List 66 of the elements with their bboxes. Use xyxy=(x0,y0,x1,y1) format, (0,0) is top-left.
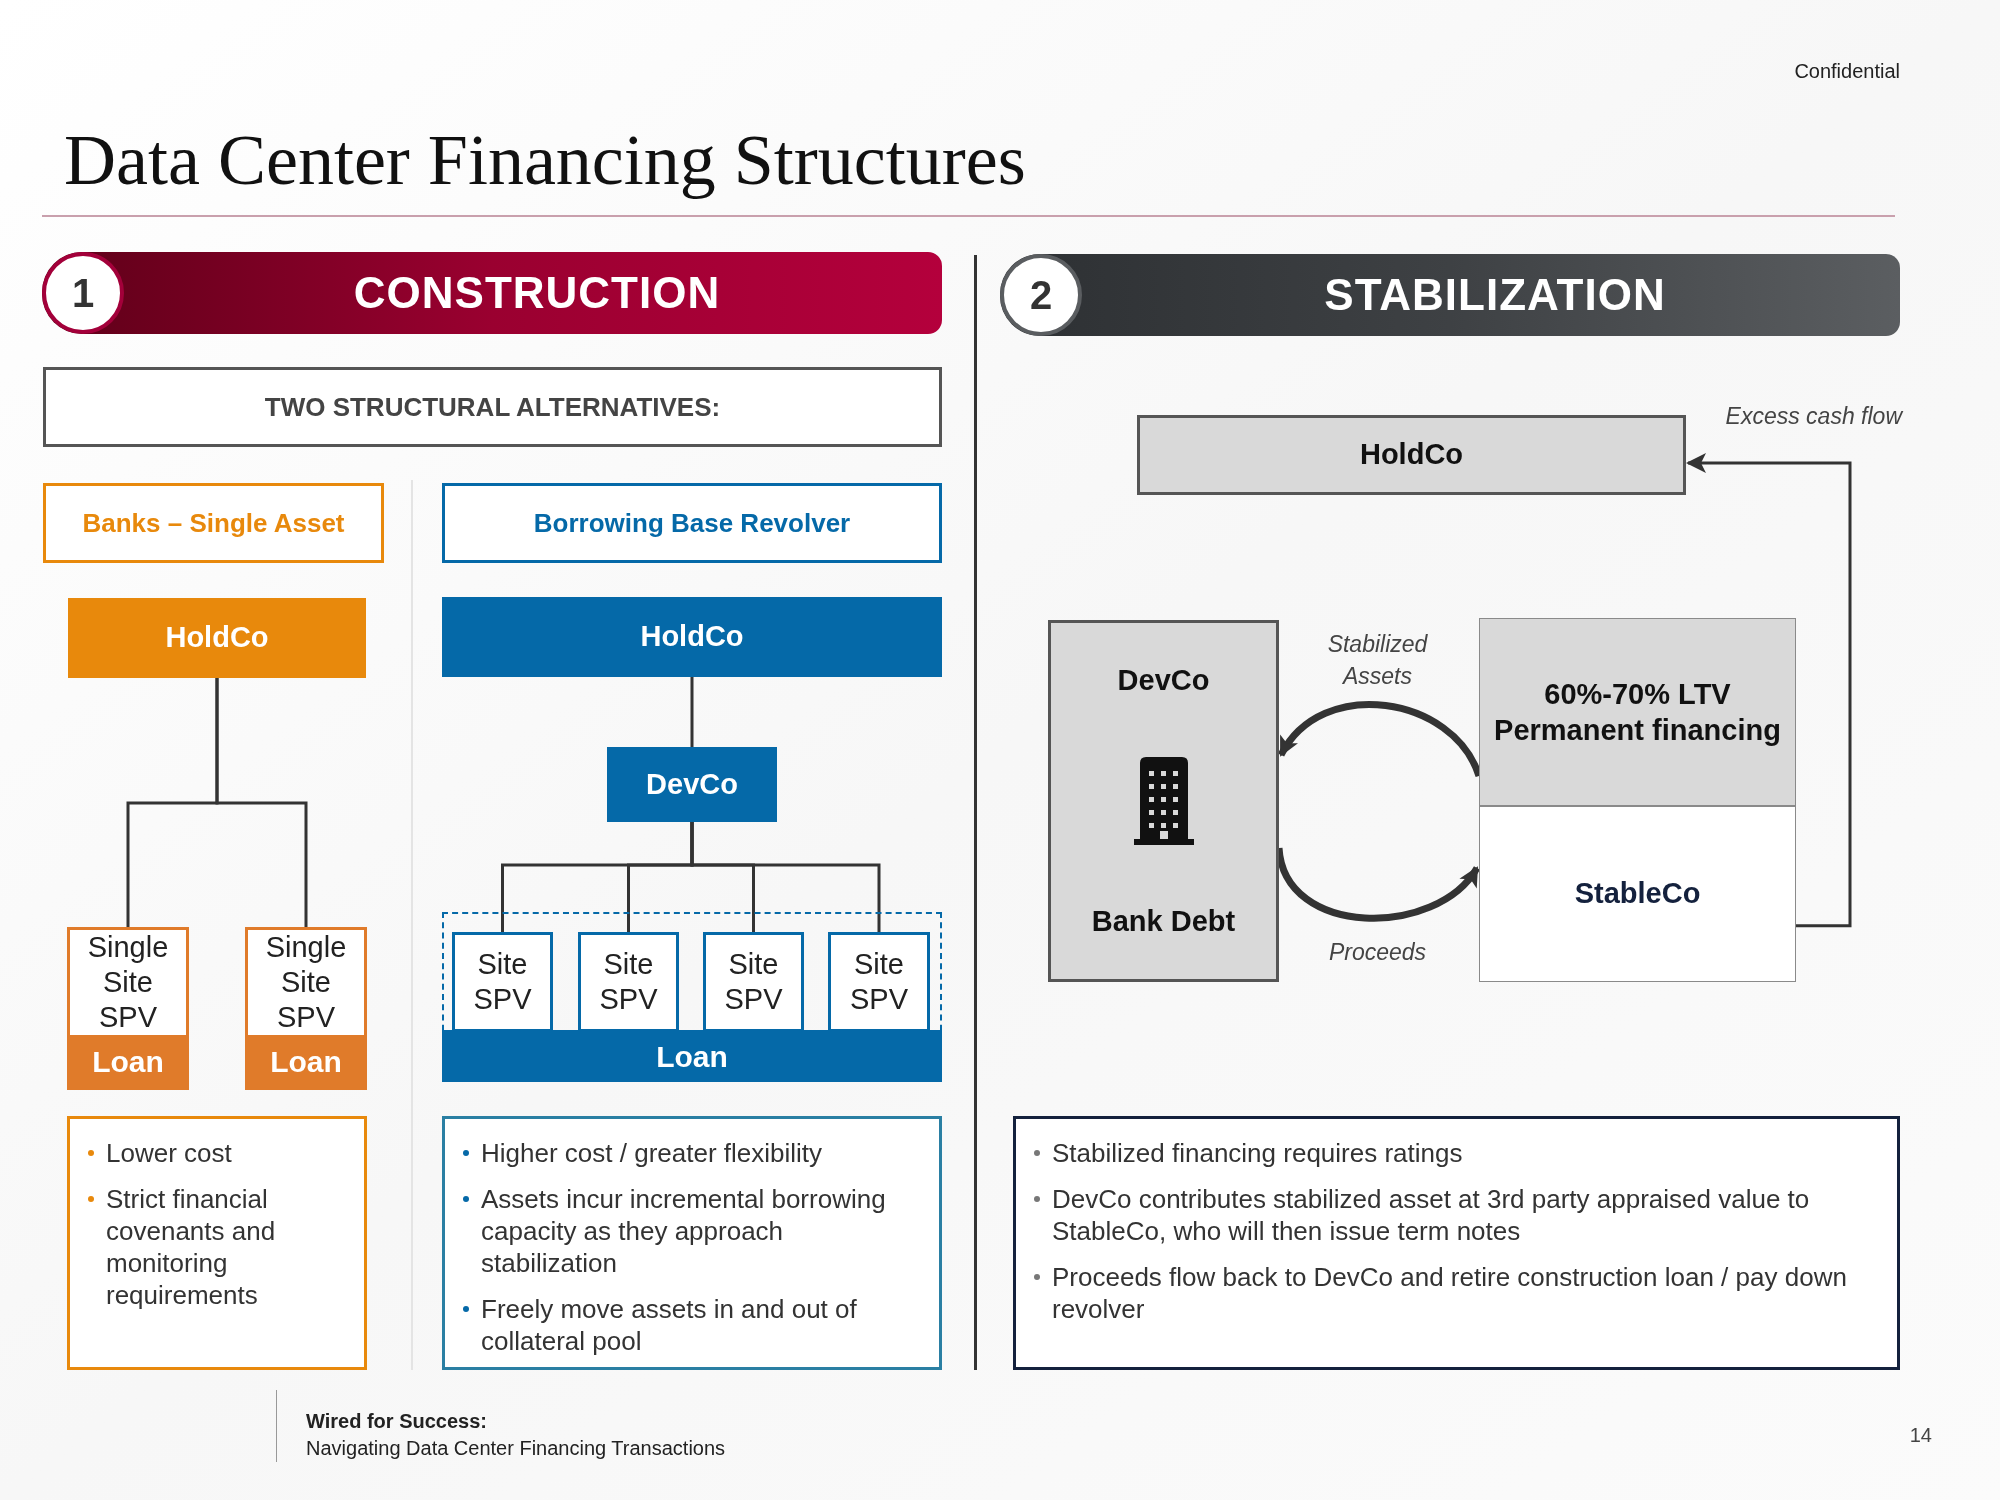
alternative-title: Borrowing Base Revolver xyxy=(533,506,851,540)
entity-label: Bank Debt xyxy=(1091,903,1236,939)
step-number: 1 xyxy=(71,270,95,317)
entity-label: StableCo xyxy=(1574,876,1701,912)
alternative-title: Banks – Single Asset xyxy=(82,506,345,540)
entity-box xyxy=(1048,620,1279,982)
entity-box xyxy=(442,597,942,677)
bullet-text: Lower cost xyxy=(106,1137,232,1169)
alternative-header xyxy=(442,483,942,563)
spv-box xyxy=(67,927,189,1090)
heading-text: TWO STRUCTURAL ALTERNATIVES: xyxy=(264,390,721,424)
section-banner xyxy=(1000,254,1900,336)
section-title: CONSTRUCTION xyxy=(353,267,721,319)
financing-label: 60%-70% LTV Permanent financing xyxy=(1493,677,1782,748)
entity-label: HoldCo xyxy=(1359,437,1464,473)
step-number: 2 xyxy=(1029,272,1053,319)
bullet-text: Freely move assets in and out of collateral pool xyxy=(481,1293,858,1357)
connector-line xyxy=(215,678,308,927)
heading-box xyxy=(43,367,942,447)
arrow xyxy=(1686,453,1852,928)
edge-label: Excess cash flow xyxy=(1724,402,1902,431)
section-banner xyxy=(42,252,942,334)
footer-text: Wired for Success: xyxy=(306,1409,487,1434)
entity-label: HoldCo xyxy=(165,620,269,656)
bullet-text: Higher cost / greater flexibility xyxy=(481,1137,823,1169)
spv-box xyxy=(828,932,930,1032)
bullet-text: Strict financial covenants and monitoring requirements xyxy=(106,1183,277,1311)
entity-box xyxy=(68,598,366,678)
spv-box xyxy=(703,932,804,1032)
bullet-text: Stabilized financing requires ratings xyxy=(1052,1137,1463,1169)
spv-label: Single Site SPV xyxy=(264,930,348,1035)
spv-label: Single Site SPV xyxy=(86,930,170,1035)
edge-label: Proceeds xyxy=(1327,938,1428,967)
spv-box xyxy=(245,927,367,1090)
spv-box xyxy=(452,932,553,1032)
spv-label: Site SPV xyxy=(598,947,659,1017)
loan-band: Loan xyxy=(248,1035,364,1087)
alternative-header xyxy=(43,483,384,563)
loan-band: Loan xyxy=(70,1035,186,1087)
page-title: Data Center Financing Structures xyxy=(64,119,1026,202)
entity-label: DevCo xyxy=(646,766,738,802)
entity-box xyxy=(1137,415,1686,495)
page-number: 14 xyxy=(1909,1423,1932,1448)
entity-label: DevCo xyxy=(1117,663,1210,698)
spv-label: Site SPV xyxy=(472,947,533,1017)
edge-label: Stabilized Assets xyxy=(1326,630,1429,691)
spv-label: Site SPV xyxy=(723,947,784,1017)
entity-box xyxy=(607,747,777,822)
notes-panel xyxy=(67,1116,367,1370)
connector-line xyxy=(690,677,694,747)
entity-label: HoldCo xyxy=(640,619,744,655)
spv-label: Site SPV xyxy=(849,947,909,1017)
section-title: STABILIZATION xyxy=(1324,269,1666,321)
spv-box xyxy=(578,932,679,1032)
loan-band: Loan xyxy=(442,1030,942,1082)
financing-box xyxy=(1479,618,1796,806)
bullet-text: DevCo contributes stabilized asset at 3rd party appraised value to StableCo, who will then issue term notes xyxy=(1052,1183,1811,1247)
footer-text: Navigating Data Center Financing Transactions xyxy=(306,1436,726,1461)
notes-panel xyxy=(442,1116,942,1370)
collateral-pool xyxy=(442,912,942,1082)
bullet-text: Assets incur incremental borrowing capacity as they approach stabilization xyxy=(481,1183,887,1279)
entity-box xyxy=(1479,806,1796,982)
bullet-text: Proceeds flow back to DevCo and retire construction loan / pay down revolver xyxy=(1052,1261,1848,1325)
connector-line xyxy=(690,822,881,932)
confidential-note: Confidential xyxy=(1794,59,1900,84)
notes-panel xyxy=(1013,1116,1900,1370)
